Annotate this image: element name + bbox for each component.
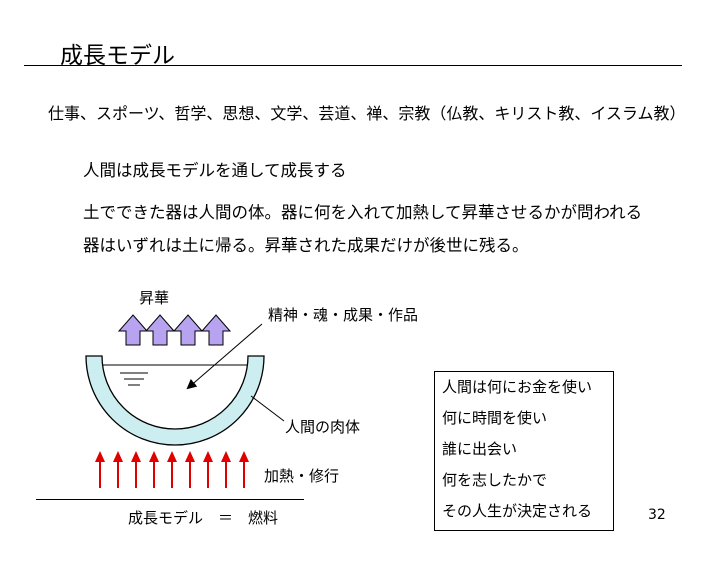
up-arrow-icon <box>117 314 149 346</box>
box-line: 何に時間を使い <box>442 409 548 427</box>
page-title: 成長モデル <box>60 43 175 69</box>
text-line-2: 土でできた器は人間の体。器に何を入れて加熱して昇華させるかが問われる <box>83 203 643 222</box>
vessel-bowl <box>85 355 265 446</box>
box-line: 何を志したかで <box>442 471 548 489</box>
up-arrow-icon <box>144 314 176 346</box>
subtitle: 仕事、スポーツ、哲学、思想、文学、芸道、禅、宗教（仏教、キリスト教、イスラム教） <box>48 104 686 123</box>
body-label: 人間の肉体 <box>285 418 361 436</box>
summary-box <box>434 371 614 531</box>
model-equation: 成長モデル ＝ 燃料 <box>128 509 279 527</box>
sublimation-arrows <box>117 314 232 346</box>
box-line: 人間は何にお金を使い <box>442 378 593 396</box>
body-pointer <box>250 395 285 422</box>
title-divider <box>24 65 682 66</box>
model-divider <box>36 499 304 500</box>
summary-box-text: 人間は何にお金を使い 何に時間を使い 誰に出会い 何を志したかで その人生が決定… <box>442 376 592 531</box>
text-line-3: 器はいずれは土に帰る。昇華された成果だけが後世に残る。 <box>83 236 529 255</box>
text-line-1: 人間は成長モデルを通して成長する <box>83 161 347 180</box>
heat-arrows <box>95 451 249 488</box>
growth-model-diagram <box>85 314 285 488</box>
contents-label: 精神・魂・成果・作品 <box>268 306 419 324</box>
up-arrow-icon <box>172 314 204 346</box>
sublimation-label: 昇華 <box>139 289 170 307</box>
contents-pointer <box>186 323 263 390</box>
box-line: 誰に出会い <box>442 440 518 458</box>
box-line: その人生が決定される <box>442 502 593 520</box>
up-arrow-icon <box>200 314 232 346</box>
page-number: 32 <box>648 507 666 523</box>
heat-label: 加熱・修行 <box>264 467 340 485</box>
